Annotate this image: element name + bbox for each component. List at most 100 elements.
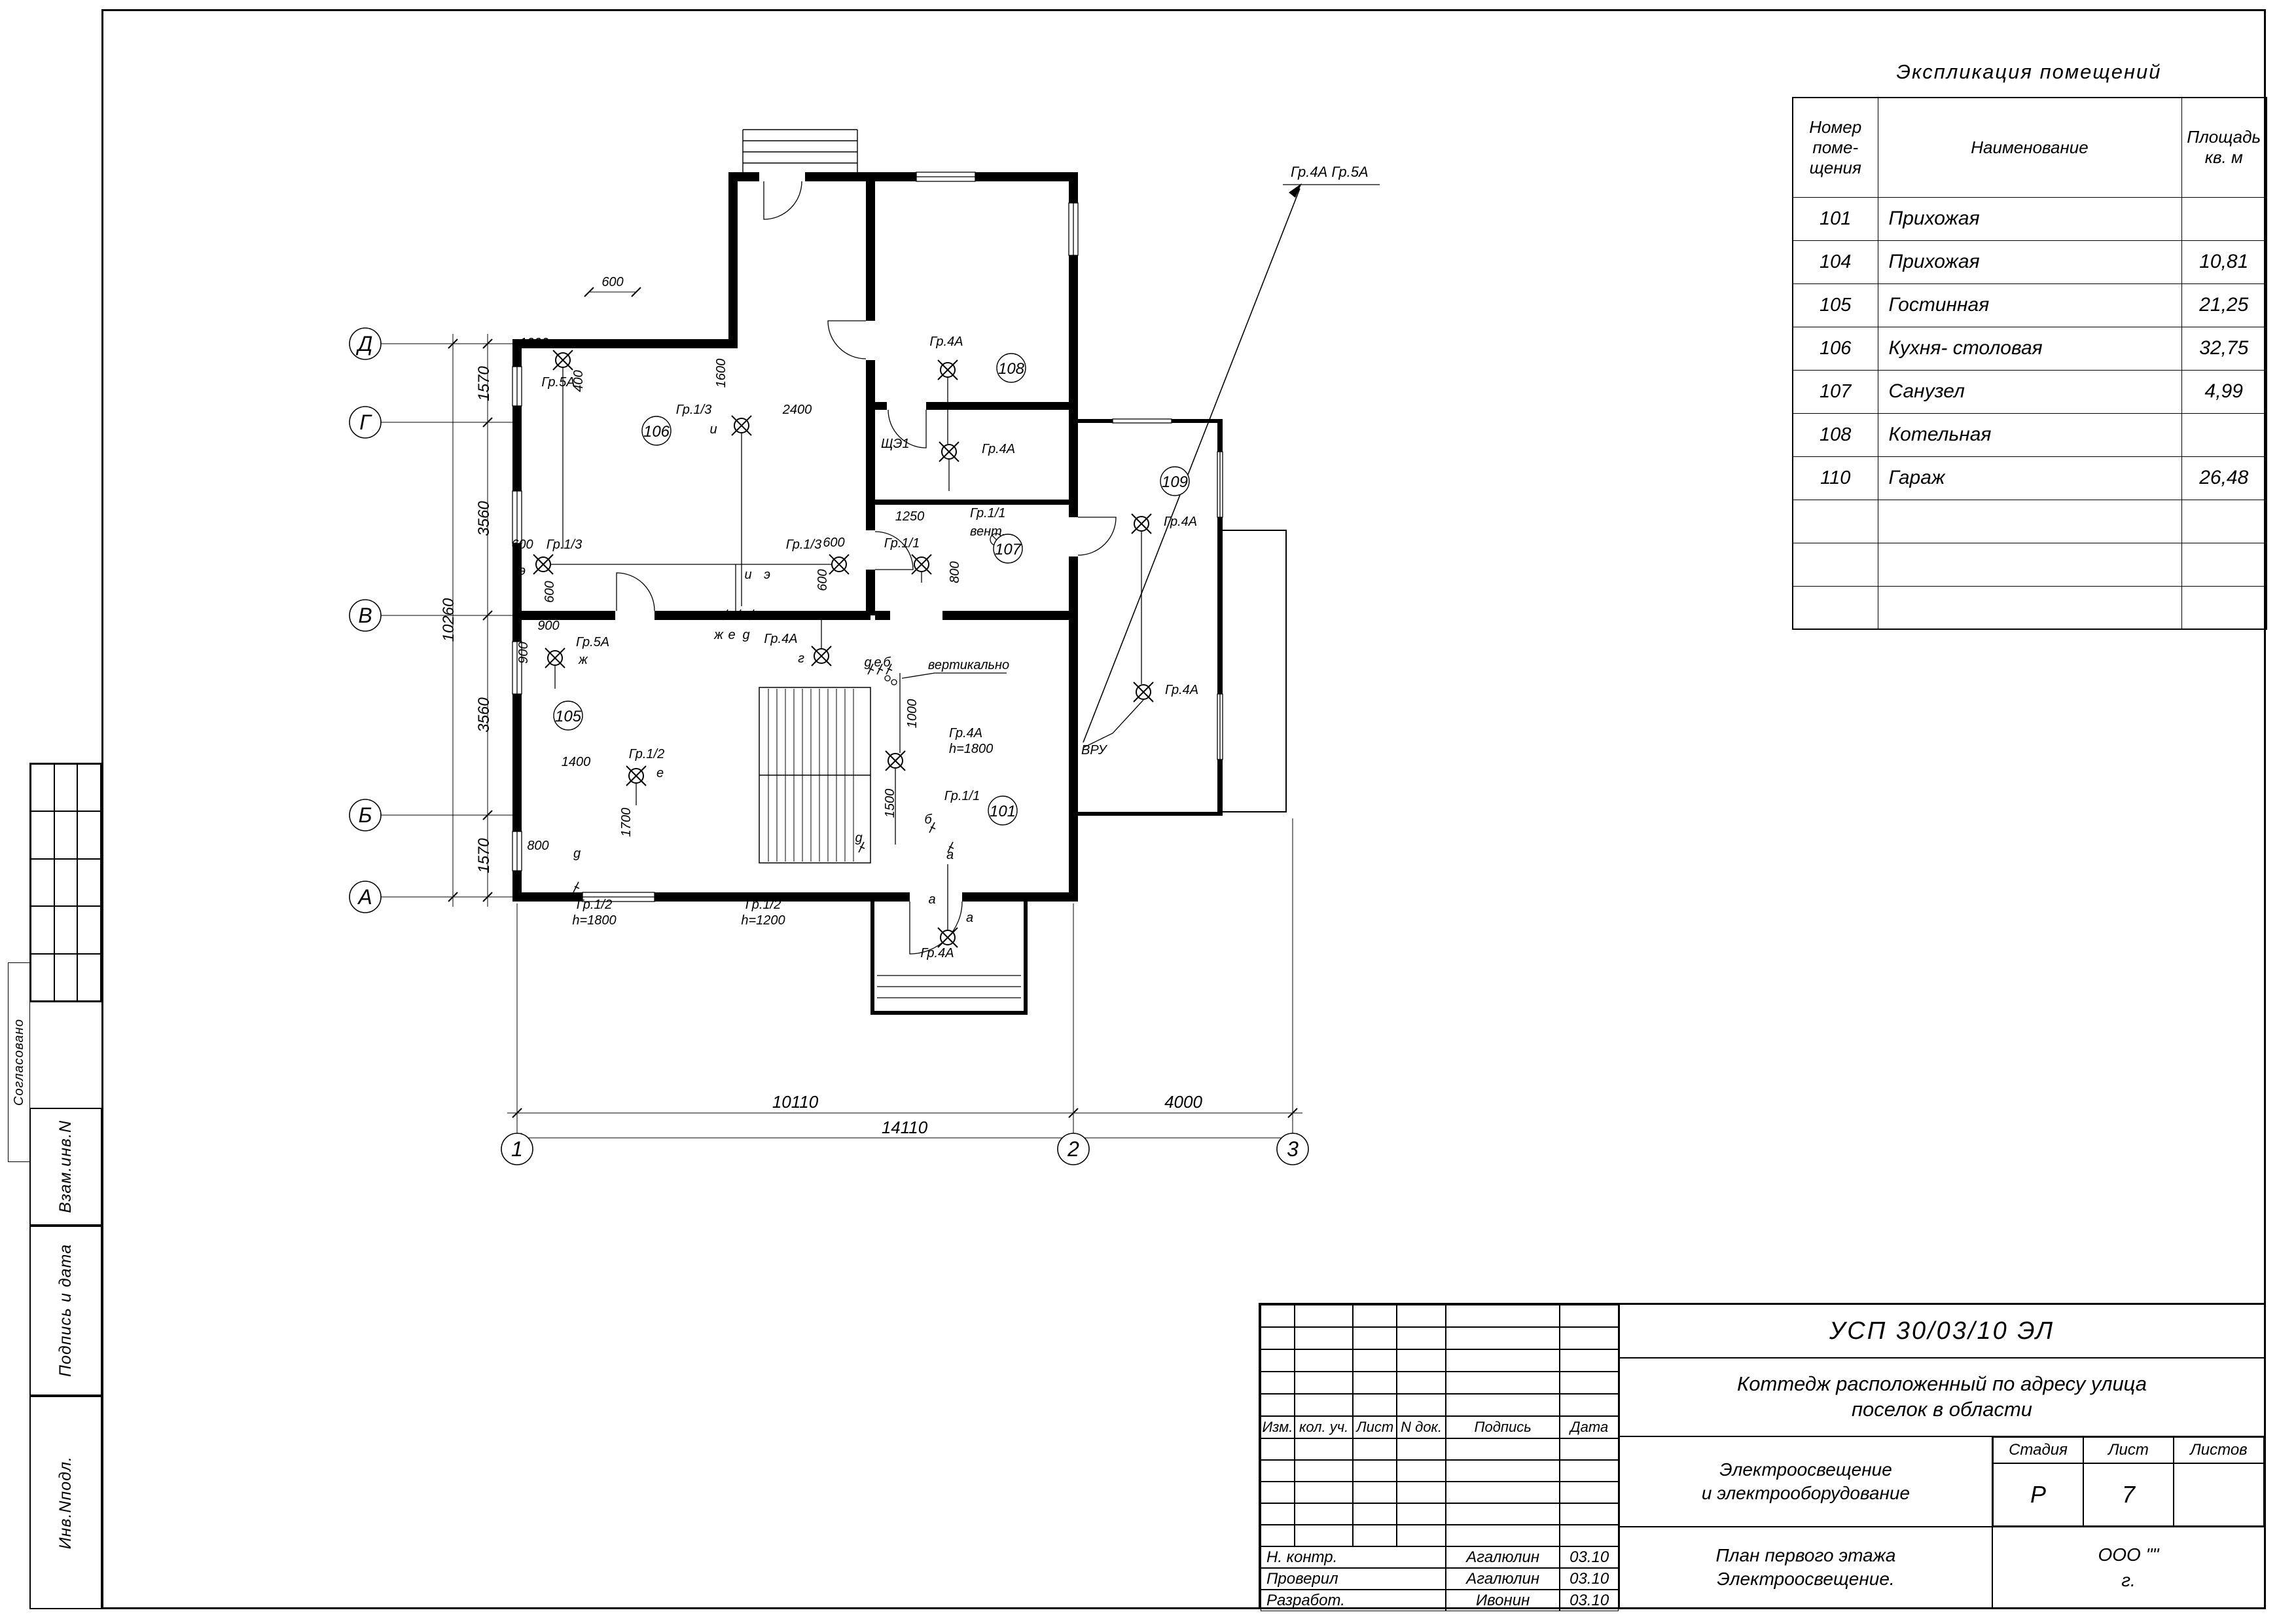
signature-name: Агалюлин xyxy=(1445,1568,1560,1590)
stamp-cell xyxy=(1560,1482,1619,1503)
strip-cell-vzam: Взам.инв.N xyxy=(29,1108,102,1226)
plan-annotation: 600 xyxy=(823,536,844,550)
axis-row-marker xyxy=(349,406,382,439)
stamp-cell xyxy=(1445,1482,1560,1503)
strip-grid-cell xyxy=(77,953,101,1001)
plan-annotation: б xyxy=(883,655,891,670)
lamp-icon xyxy=(829,554,850,575)
plan-annotation: Гр.4А xyxy=(764,632,797,646)
stamp-cell xyxy=(1397,1438,1446,1460)
lamp-icon xyxy=(939,441,960,462)
explication-cell: 10,81 xyxy=(2181,240,2267,284)
strip-grid-cell xyxy=(31,953,54,1001)
svg-text:106: 106 xyxy=(643,423,670,441)
stamp-cell xyxy=(1560,1327,1619,1349)
plan-annotation: h=1800 xyxy=(572,913,616,928)
plan-annotation: вент. xyxy=(970,524,1005,539)
plan-annotation: е xyxy=(874,655,881,670)
room-explication: Экспликация помещений Номер поме- щения … xyxy=(1792,60,2267,630)
switch-icon xyxy=(929,822,936,833)
room-number-marker xyxy=(988,795,1018,826)
switch-icon xyxy=(876,663,884,675)
plan-annotation: е xyxy=(656,766,664,780)
plan-annotation: ВРУ xyxy=(1081,743,1108,757)
explication-cell: Гостинная xyxy=(1877,283,2182,327)
terrace-edge xyxy=(1223,530,1287,812)
plan-annotation: и xyxy=(744,568,751,582)
explication-title: Экспликация помещений xyxy=(1896,60,2162,83)
strip-grid-cell xyxy=(77,811,101,859)
stamp-cell xyxy=(1294,1394,1354,1416)
stamp-cell xyxy=(1397,1327,1446,1349)
strip-grid-cell xyxy=(77,858,101,907)
signature-role: Проверил xyxy=(1261,1568,1446,1590)
explication-cell xyxy=(1792,542,1878,587)
plan-annotation: б xyxy=(924,812,932,827)
explication-cell: 105 xyxy=(1792,283,1878,327)
panel-sche1-icon xyxy=(868,431,874,456)
plan-annotation: ж xyxy=(713,628,724,642)
plan-annotation: 1000 xyxy=(520,336,549,350)
sheet-title-line1: План первого этажа xyxy=(1715,1544,1896,1565)
stamp-cell xyxy=(1560,1503,1619,1525)
stamp-cell xyxy=(1445,1394,1560,1416)
explication-cell: Прихожая xyxy=(1877,196,2182,241)
explication-row xyxy=(1792,499,2267,543)
soglasovano-label: Согласовано xyxy=(11,1019,26,1106)
stamp-cell xyxy=(1261,1305,1295,1327)
stamp-header-cell: кол. уч. xyxy=(1294,1416,1354,1438)
stamp-cell xyxy=(1560,1525,1619,1546)
lamp-icon xyxy=(1133,682,1154,702)
plan-annotation: h=1800 xyxy=(949,742,993,756)
axis-col-marker xyxy=(501,1133,533,1165)
switch-icon xyxy=(573,881,580,893)
plan-annotation: Гр.5А xyxy=(576,635,609,649)
plan-annotation: 10110 xyxy=(772,1092,819,1112)
plan-annotation: 600 xyxy=(816,569,830,591)
plan-annotation: э xyxy=(519,564,526,578)
stamp-cell xyxy=(1397,1394,1446,1416)
stamp-cell xyxy=(1445,1525,1560,1546)
explication-cell: Санузел xyxy=(1877,369,2182,414)
stamp-cell xyxy=(1445,1372,1560,1394)
plan-annotation: 10260 xyxy=(440,598,457,642)
plan-annotation: 14110 xyxy=(882,1118,928,1137)
column-header-area: Площадь кв. м xyxy=(2181,97,2267,198)
svg-text:109: 109 xyxy=(1162,473,1188,491)
stamp-cell xyxy=(1353,1482,1397,1503)
column-header-name: Наименование xyxy=(1877,97,2182,198)
strip-cell-label: Подпись и дата xyxy=(56,1244,75,1377)
explication-cell: Котельная xyxy=(1877,412,2182,457)
plan-annotation: 3560 xyxy=(475,501,493,536)
axis-row-marker xyxy=(349,881,382,913)
company: ООО "" г. xyxy=(1993,1527,2264,1607)
stamp-cell xyxy=(1397,1305,1446,1327)
explication-cell: 110 xyxy=(1792,456,1878,500)
switches xyxy=(573,609,954,893)
stamp-cell xyxy=(1261,1482,1295,1503)
dimension-lines xyxy=(446,291,1302,1139)
sheet-title-line2: Электроосвещение. xyxy=(1717,1569,1895,1589)
lamp-icon xyxy=(1131,513,1152,534)
switch-icon xyxy=(748,609,755,621)
stamp-cell xyxy=(1294,1438,1354,1460)
stamp-cell xyxy=(1353,1438,1397,1460)
explication-cell xyxy=(1792,499,1878,543)
project-title: Коттедж расположенный по адресу улица по… xyxy=(1620,1359,2264,1437)
room-number-marker xyxy=(553,701,583,731)
lamp-icon xyxy=(552,350,573,371)
stamp-cell xyxy=(1445,1460,1560,1482)
strip-cell-podpis: Подпись и дата xyxy=(29,1226,102,1396)
plan-annotation: ж xyxy=(578,653,588,667)
explication-cell: 21,25 xyxy=(2181,283,2267,327)
strip-grid-cell xyxy=(31,858,54,907)
signature-date: 03.10 xyxy=(1560,1590,1619,1611)
windows xyxy=(512,172,1223,902)
plan-annotation: Гр.4А xyxy=(920,946,954,960)
